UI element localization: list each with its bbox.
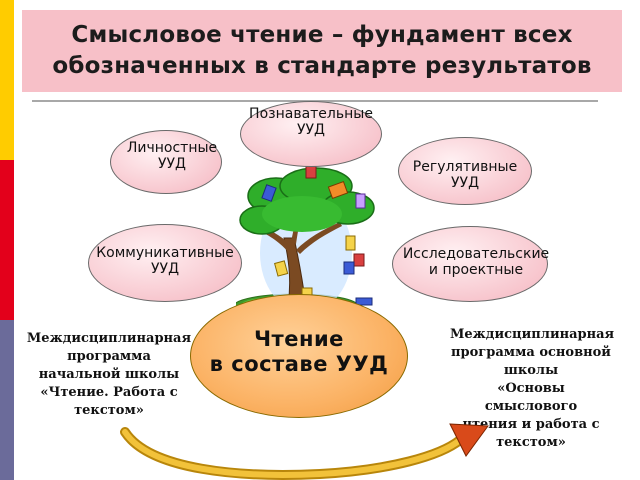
curved-arrow-icon xyxy=(120,423,489,480)
node-personal-label: Личностные УУД xyxy=(126,140,218,172)
slide-title: Смысловое чтение – фундамент всех обозна… xyxy=(52,22,592,79)
center-node: Чтение в составе УУД xyxy=(190,294,408,418)
node-communicative: Коммуникативные УУД xyxy=(88,224,242,302)
title-box: Смысловое чтение – фундамент всех обозна… xyxy=(22,10,622,92)
node-communicative-label: Коммуникативные УУД xyxy=(96,245,234,277)
node-research-label: Исследовательские и проектные xyxy=(402,246,550,278)
node-regulative: Регулятивные УУД xyxy=(398,137,532,205)
side-bar-yellow xyxy=(0,0,14,160)
node-research: Исследовательские и проектные xyxy=(392,226,550,302)
tree-with-books-icon xyxy=(236,165,375,318)
note-basic-program: Междисциплинарная программа основной шко… xyxy=(450,327,615,450)
side-bar-red xyxy=(0,160,14,320)
center-node-label: Чтение в составе УУД xyxy=(209,327,389,376)
node-cognitive-label: Познавательные УУД xyxy=(249,106,373,138)
node-cognitive: Познавательные УУД xyxy=(240,101,382,167)
note-primary-program: Междисциплинарная программа начальной шк… xyxy=(26,331,192,418)
node-regulative-label: Регулятивные УУД xyxy=(412,159,518,191)
node-personal: Личностные УУД xyxy=(110,130,222,194)
side-bar-purple xyxy=(0,320,14,480)
